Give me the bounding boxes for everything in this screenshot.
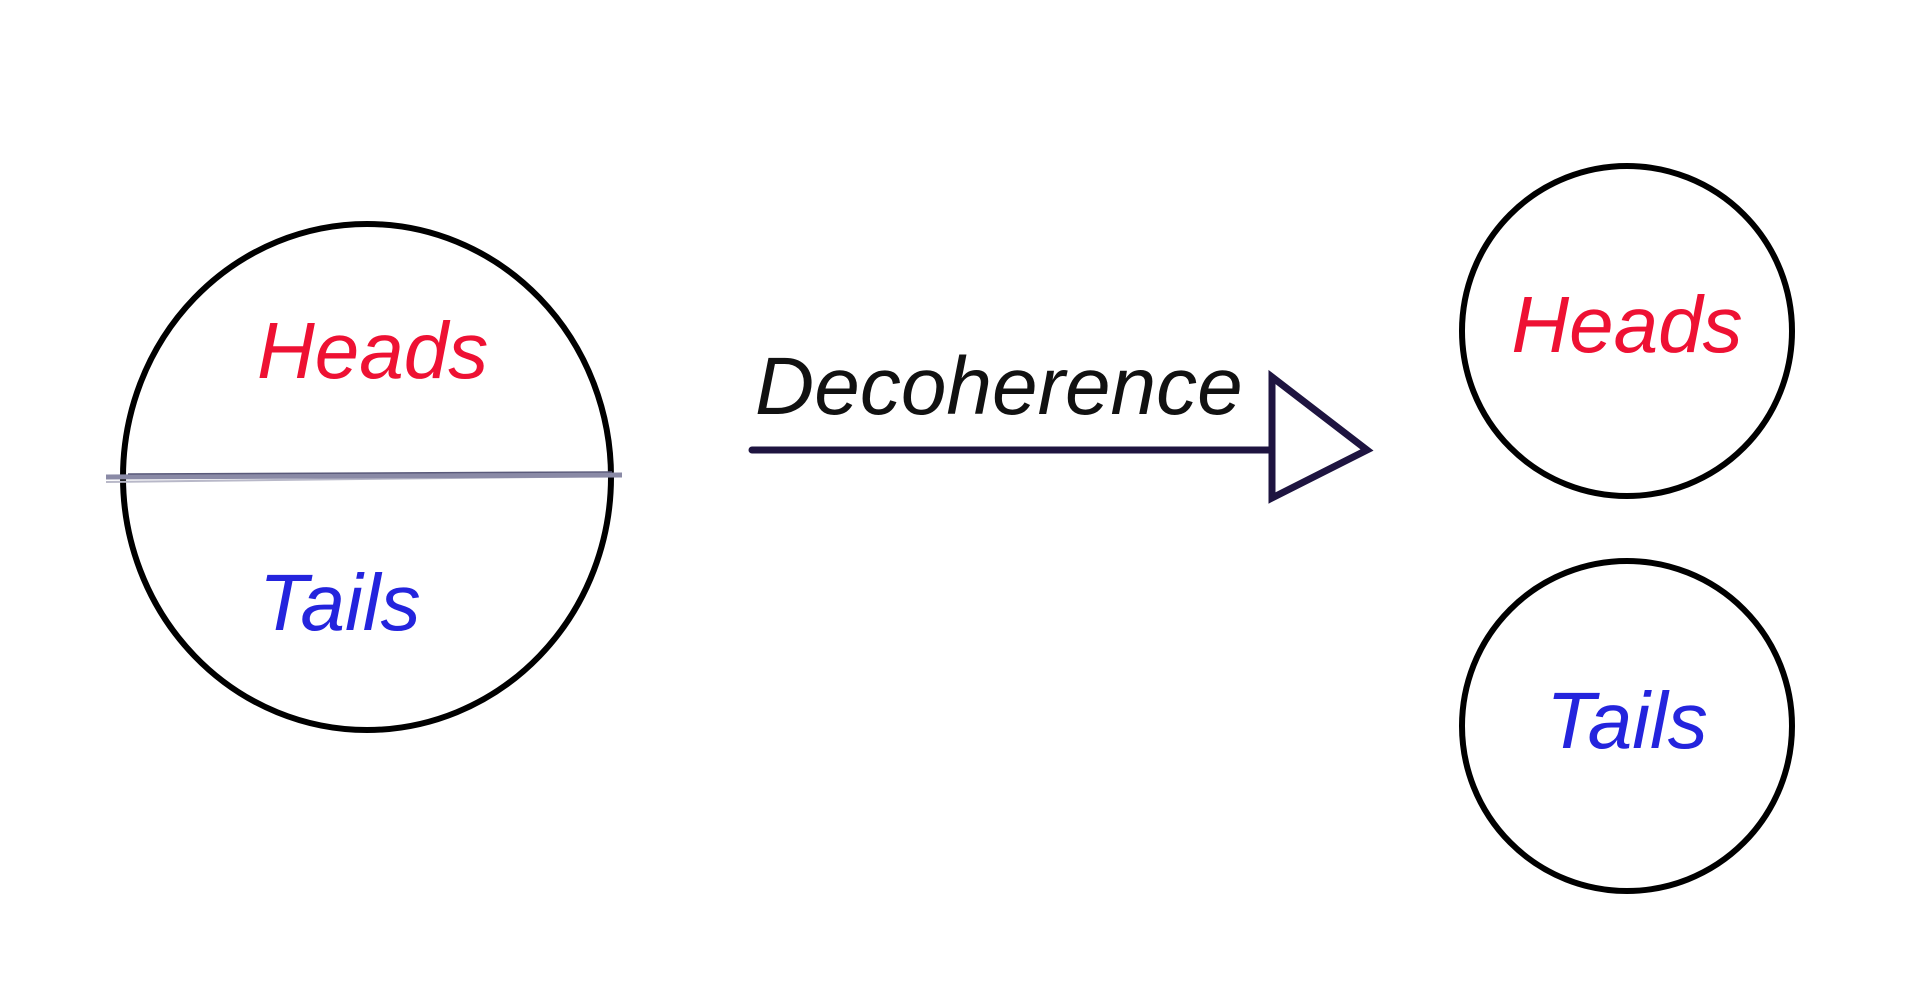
- decoherence-label: Decoherence: [755, 341, 1243, 432]
- superposition-coin: Heads Tails: [105, 221, 623, 733]
- outcome-heads-circle: [1459, 163, 1795, 499]
- superposition-tails-label: Tails: [259, 558, 421, 647]
- superposition-divider-edge: [127, 471, 613, 475]
- outcome-heads-label: Heads: [1511, 280, 1742, 369]
- superposition-heads-label: Heads: [257, 306, 488, 395]
- outcome-heads-coin: Heads: [1459, 163, 1795, 499]
- outcome-tails-label: Tails: [1546, 676, 1708, 765]
- arrow-head: [1268, 369, 1374, 504]
- decoherence-arrow: Decoherence: [748, 341, 1374, 504]
- outcome-tails-circle: [1459, 558, 1795, 894]
- outcome-tails-coin: Tails: [1459, 558, 1795, 894]
- superposition-divider: [105, 472, 623, 480]
